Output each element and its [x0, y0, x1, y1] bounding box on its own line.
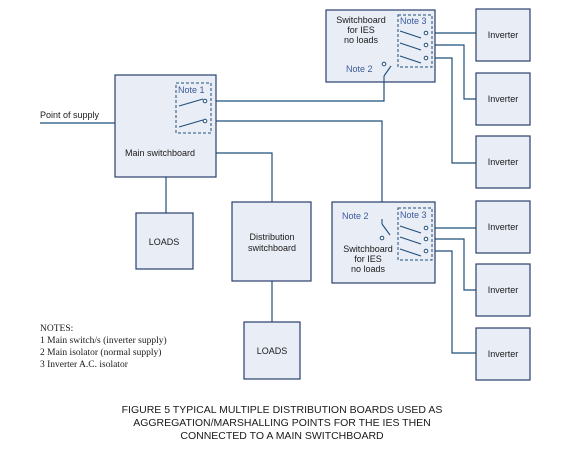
- wire-main-to-ies-top: [210, 82, 385, 102]
- notes-item-3: 3 Inverter A.C. isolator: [40, 360, 129, 370]
- ies-bottom-label-line1: Switchboard: [343, 244, 393, 254]
- inverter-label-6: Inverter: [488, 349, 519, 359]
- note3-isolator-frame-bottom: [397, 207, 433, 261]
- distribution-switchboard-box: [231, 201, 312, 282]
- inverter-label-3: Inverter: [488, 157, 519, 167]
- notes-heading: NOTES:: [40, 324, 73, 334]
- note3-label-top: Note 3: [400, 16, 427, 26]
- caption-line-2: AGGREGATION/MARSHALLING POINTS FOR THE I…: [133, 417, 431, 429]
- ies-switchboard-top-box: [325, 9, 436, 83]
- inverter-label-2: Inverter: [488, 94, 519, 104]
- wire-ies-bottom-inverter-2: [432, 238, 476, 291]
- ies-top-label-line2: for IES: [347, 25, 375, 35]
- distribution-switchboard-label-line2: switchboard: [248, 243, 296, 253]
- wire-main-to-distribution: [216, 152, 273, 202]
- ies-bottom-label-line3: no loads: [351, 264, 386, 274]
- inverter-box-1: [475, 8, 531, 62]
- ies-top-label-line3: no loads: [344, 35, 379, 45]
- inverter-box-3: [475, 135, 531, 189]
- inverter-box-2: [475, 72, 531, 126]
- notes-item-2: 2 Main isolator (normal supply): [40, 347, 161, 358]
- distribution-switchboard-label-line1: Distribution: [249, 232, 294, 242]
- wire-main-to-ies-bottom: [210, 120, 383, 219]
- note1-label: Note 1: [178, 85, 205, 95]
- note1-isolator-frame: [175, 82, 212, 134]
- inverter-isolator-symbols-bottom: [399, 225, 429, 257]
- main-switchboard-box: [114, 74, 217, 178]
- ies-top-label-line1: Switchboard: [336, 15, 386, 25]
- inverter-label-5: Inverter: [488, 285, 519, 295]
- main-switchboard-label: Main switchboard: [125, 148, 195, 158]
- wire-ies-top-inverter-3: [432, 57, 476, 164]
- note3-label-bottom: Note 3: [400, 210, 427, 220]
- wire-ies-top-inverter-2: [432, 44, 476, 100]
- main-switch-symbol-upper: [178, 98, 208, 107]
- inverter-label-1: Inverter: [488, 30, 519, 40]
- caption-line-1: FIGURE 5 TYPICAL MULTIPLE DISTRIBUTION B…: [122, 404, 443, 416]
- inverter-box-4: [475, 200, 531, 254]
- main-switch-symbol-lower: [178, 118, 208, 128]
- inverter-box-6: [475, 327, 531, 381]
- caption-line-3: CONNECTED TO A MAIN SWITCHBOARD: [180, 430, 384, 442]
- inverter-box-5: [475, 263, 531, 317]
- inverter-label-4: Inverter: [488, 222, 519, 232]
- loads-box-main: [135, 212, 194, 270]
- note2-label-top: Note 2: [346, 64, 373, 74]
- note2-label-bottom: Note 2: [342, 211, 369, 221]
- wire-ies-bottom-inverter-3: [432, 250, 476, 354]
- main-isolator-symbol-bottom: [379, 219, 391, 241]
- loads-label-main: LOADS: [149, 237, 180, 247]
- note3-isolator-frame-top: [397, 14, 433, 68]
- notes-item-1: 1 Main switch/s (inverter supply): [40, 335, 167, 346]
- main-isolator-symbol-top: [381, 61, 392, 82]
- point-of-supply-label: Point of supply: [40, 110, 100, 120]
- loads-label-distribution: LOADS: [257, 346, 288, 356]
- loads-box-distribution: [243, 321, 301, 380]
- inverter-isolator-symbols-top: [399, 30, 429, 64]
- ies-bottom-label-line2: for IES: [354, 254, 382, 264]
